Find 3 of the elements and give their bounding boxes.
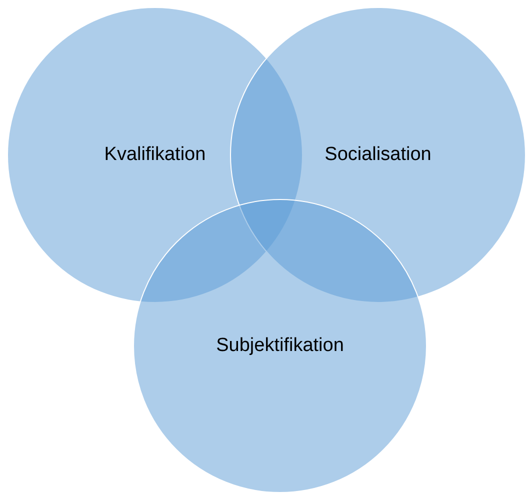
circle-label: Subjektifikation xyxy=(216,334,344,358)
circle-label: Socialisation xyxy=(324,142,432,167)
circle-label: Kvalifikation xyxy=(104,142,206,167)
